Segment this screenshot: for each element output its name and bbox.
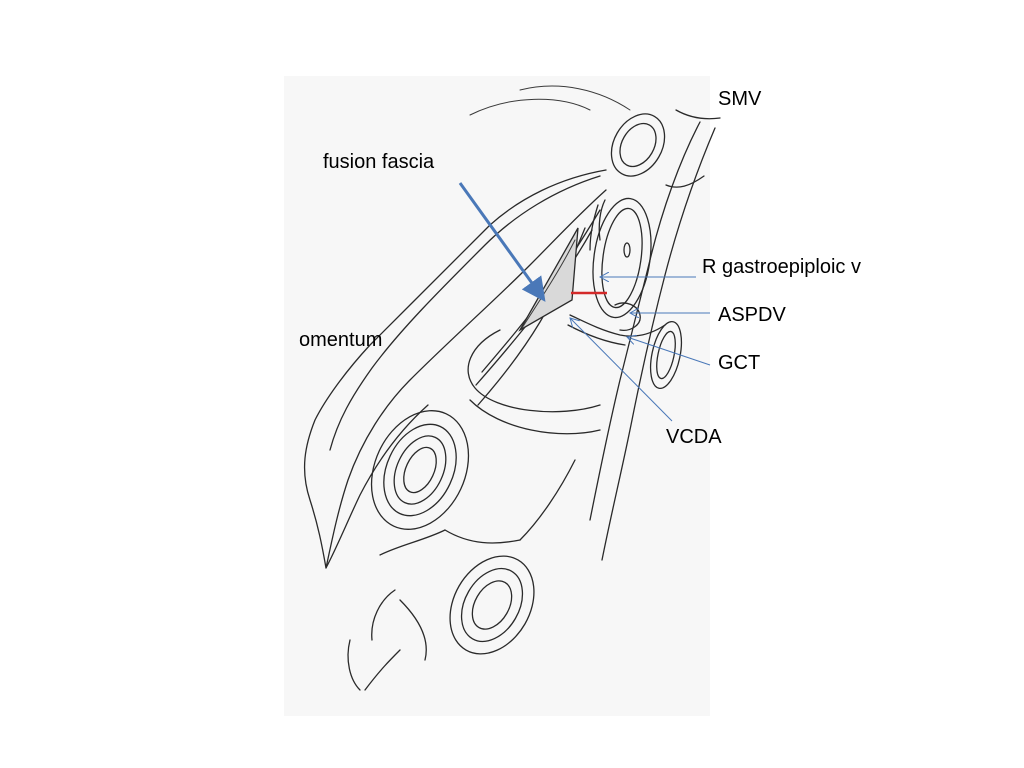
smv-vessel-drawing xyxy=(601,104,720,187)
vcda-label: VCDA xyxy=(666,427,722,447)
omentum-label: omentum xyxy=(299,330,382,350)
gct-label: GCT xyxy=(718,353,760,373)
lower-vessel-drawing xyxy=(348,460,575,690)
gct-leader-arrow xyxy=(627,337,710,365)
aspdv-gct-junction-drawing xyxy=(568,303,665,345)
mesocolon-drawing xyxy=(476,122,715,560)
smv-label: SMV xyxy=(718,89,761,109)
aspdv-label: ASPDV xyxy=(718,305,786,325)
fusion-fascia-label: fusion fascia xyxy=(323,152,434,172)
lower-left-vessel-drawing xyxy=(353,395,487,545)
r-gastroepiploic-vein-drawing xyxy=(586,195,658,322)
fusion-fascia-pointer-arrow xyxy=(460,183,542,297)
r-gastroepiploic-v-label: R gastroepiploic v xyxy=(702,257,861,277)
transverse-colon-drawing xyxy=(468,330,600,434)
